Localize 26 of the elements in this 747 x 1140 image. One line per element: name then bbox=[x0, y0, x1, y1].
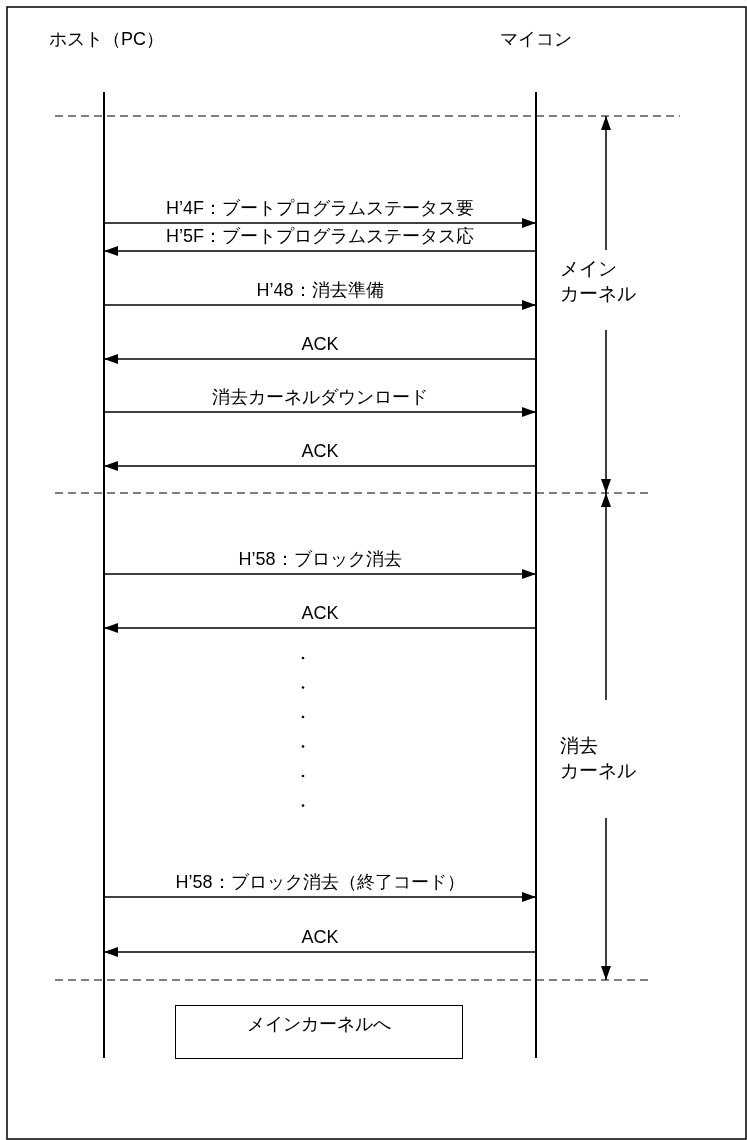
message-label: ACK bbox=[300, 603, 340, 624]
message-label: ACK bbox=[300, 441, 340, 462]
message-arrow bbox=[103, 246, 537, 256]
message-label: ACK bbox=[300, 334, 340, 355]
process-box bbox=[175, 1005, 463, 1059]
message-label: ACK bbox=[300, 927, 340, 948]
message-label: 消去カーネルダウンロード bbox=[211, 387, 429, 408]
phase-label: メインカーネル bbox=[560, 257, 636, 306]
message-label: H’5F：ブートプログラムステータス応 bbox=[165, 226, 475, 247]
participant-label: マイコン bbox=[499, 28, 573, 50]
message-arrow bbox=[103, 947, 537, 957]
message-label: H’58：ブロック消去 bbox=[237, 549, 403, 570]
message-arrow bbox=[103, 569, 537, 579]
box-label: メインカーネルへ bbox=[246, 1013, 392, 1035]
message-arrow bbox=[103, 218, 537, 228]
message-arrow bbox=[103, 354, 537, 364]
message-arrow bbox=[103, 461, 537, 471]
message-arrow bbox=[103, 407, 537, 417]
message-arrow bbox=[103, 623, 537, 633]
message-arrow bbox=[103, 300, 537, 310]
message-label: H’58：ブロック消去（終了コード） bbox=[174, 872, 466, 893]
participant-label: ホスト（PC） bbox=[49, 28, 159, 50]
message-label: H’4F：ブートプログラムステータス要 bbox=[165, 198, 475, 219]
phase-label: 消去カーネル bbox=[560, 734, 636, 783]
message-arrow bbox=[103, 892, 537, 902]
message-label: H’48：消去準備 bbox=[255, 280, 385, 301]
